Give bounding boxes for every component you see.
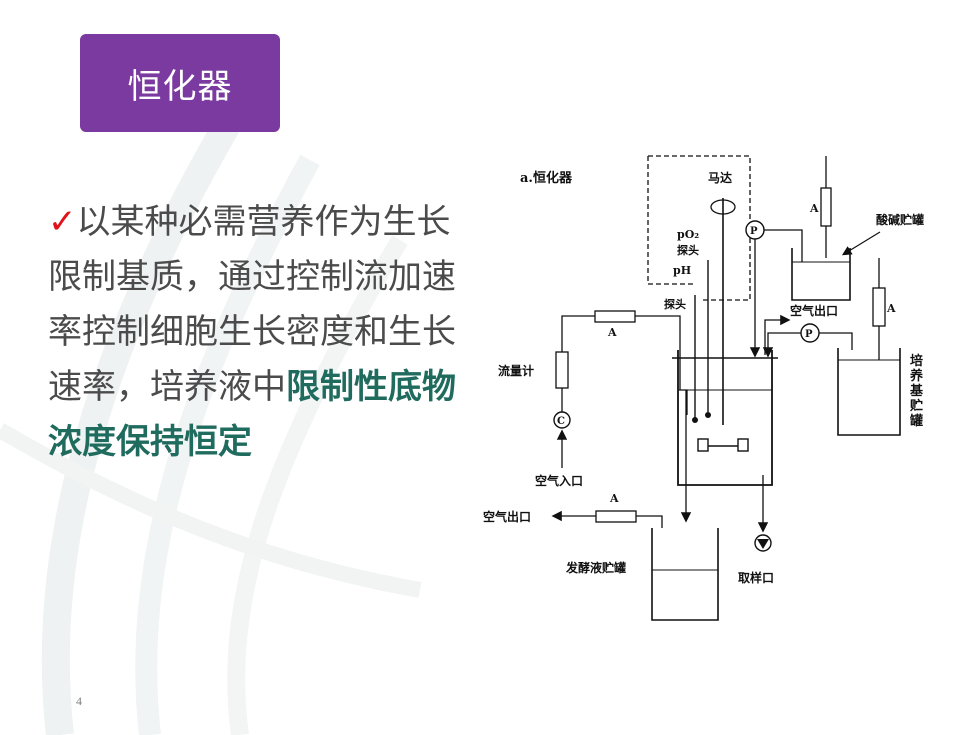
medium-tank-label-2: 养 bbox=[909, 368, 924, 384]
impeller-right bbox=[737, 438, 749, 452]
sampling-port-label: 取样口 bbox=[738, 570, 774, 585]
ferment-tank bbox=[651, 528, 719, 621]
medium-flow-meter bbox=[872, 287, 886, 327]
page-number: 4 bbox=[76, 694, 82, 708]
compressor-label: C bbox=[557, 416, 565, 427]
acid-base-tank-label: 酸碱贮罐 bbox=[876, 212, 924, 227]
medium-tank-label-3: 基 bbox=[909, 383, 924, 399]
slide-body-text: ✓以某种必需营养作为生长限制基质，通过控制流加速率控制细胞生长密度和生长速率，培… bbox=[48, 195, 460, 470]
acid-base-tank bbox=[791, 248, 851, 301]
pump-medium-label: P bbox=[805, 329, 813, 340]
ph-probe-label-line1: pH bbox=[673, 264, 691, 277]
flowmeter bbox=[555, 351, 569, 389]
slide-title-text: 恒化器 bbox=[127, 66, 233, 107]
label-a-outlet: A bbox=[609, 492, 619, 505]
ph-probe-label-line2: 探头 bbox=[664, 297, 686, 311]
label-a-acid: A bbox=[809, 202, 819, 215]
flowmeter-label: 流量计 bbox=[498, 363, 534, 378]
compressor-icon bbox=[553, 411, 571, 429]
pump-acid-label: P bbox=[750, 226, 758, 237]
impeller-left bbox=[697, 438, 709, 452]
medium-tank-label-4: 贮 bbox=[909, 398, 923, 414]
body-plain-text: 以某种必需营养作为生长限制基质，通过控制流加速率控制细胞生长密度和生长速率，培养… bbox=[48, 202, 456, 407]
diagram-caption: a.恒化器 bbox=[520, 170, 573, 186]
po2-probe-label-line2: 探头 bbox=[677, 243, 699, 257]
air-outlet-bottom-label: 空气出口 bbox=[483, 509, 531, 524]
medium-tank-label-1: 培 bbox=[910, 353, 923, 369]
po2-probe-label-line1: pO₂ bbox=[677, 228, 699, 241]
medium-tank bbox=[837, 348, 901, 436]
medium-tank-label-5: 罐 bbox=[909, 413, 923, 429]
air-outlet-top-label: 空气出口 bbox=[790, 303, 838, 318]
fermenter-vessel bbox=[677, 350, 773, 486]
slide-title: 恒化器 bbox=[80, 34, 280, 132]
acid-flow-meter bbox=[820, 187, 832, 227]
outlet-filter bbox=[595, 510, 637, 523]
body-highlight-text: 限制性底物浓度保持恒定 bbox=[48, 367, 456, 462]
ferment-tank-label: 发酵液贮罐 bbox=[565, 560, 626, 575]
check-icon: ✓ bbox=[48, 202, 77, 242]
air-filter bbox=[594, 310, 636, 323]
chemostat-diagram-svg: a.恒化器 马达 pO₂ 探头 pH 探头 A 酸碱贮罐 P 空气出口 A 培 … bbox=[480, 150, 960, 630]
motor-enclosure-dashed bbox=[647, 155, 751, 301]
chemostat-diagram: a.恒化器 马达 pO₂ 探头 pH 探头 A 酸碱贮罐 P 空气出口 A 培 … bbox=[480, 150, 960, 630]
motor-label: 马达 bbox=[708, 170, 732, 185]
label-a-medium: A bbox=[886, 302, 896, 315]
air-inlet-label: 空气入口 bbox=[535, 473, 583, 488]
label-a-air: A bbox=[607, 326, 617, 339]
